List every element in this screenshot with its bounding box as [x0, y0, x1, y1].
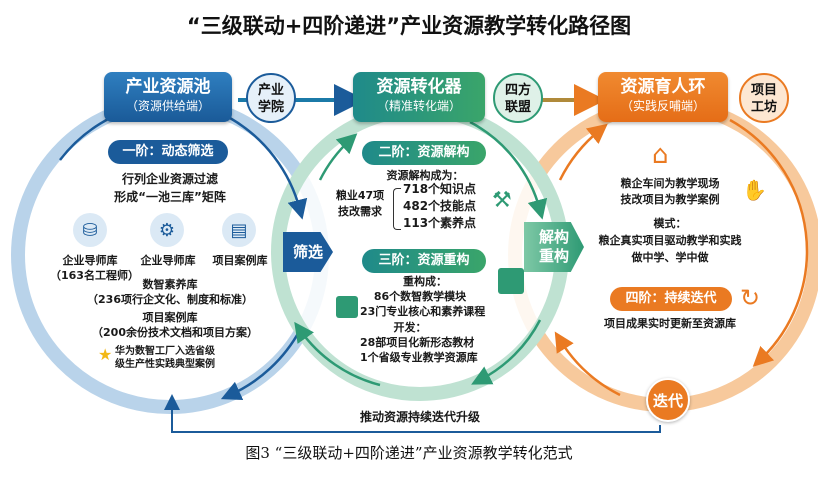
skill-points: 482个技能点	[403, 199, 477, 213]
stage4-pill: 四阶：持续迭代	[610, 287, 732, 311]
develop-item-2: 1个省级专业教学资源库	[360, 351, 478, 364]
filter-text: 行列企业资源过滤	[121, 172, 218, 186]
cycle-icon: ↻	[740, 284, 761, 312]
resource-pool-subtitle: （资源供给端）	[125, 99, 210, 113]
stage2-pill: 二阶：资源解构	[362, 141, 486, 165]
lib2-detail: （236项行企文化、制度和标准）	[87, 293, 253, 306]
converter-header: 资源转化器 （精准转化端）	[353, 72, 485, 122]
warehouse-icon: ⌂	[652, 140, 669, 170]
database-icon: ⛁	[73, 213, 107, 247]
lib-label-1: 企业导师库	[62, 254, 118, 267]
resource-pool-title: 产业资源池	[125, 77, 211, 97]
decompose-text: 资源解构成为：	[386, 169, 464, 182]
note-line2: 级生产性实践典型案例	[115, 359, 215, 370]
star-icon: ★	[98, 345, 113, 364]
knowledge-points: 718个知识点	[403, 182, 477, 196]
lib3-detail: （200余份技术文档和项目方案）	[92, 326, 258, 339]
user-gear-icon: ⚙	[150, 213, 184, 247]
decompose-rebuild-arrow: 解构 重构	[524, 222, 584, 272]
note-line1: 华为数智工厂入选省级	[115, 346, 215, 357]
converter-subtitle: （精准转化端）	[376, 99, 461, 113]
converter-title: 资源转化器	[376, 77, 462, 97]
figure-caption: 图3 “三级联动+四阶递进”产业资源教学转化范式	[245, 444, 573, 462]
hand-helmet-icon: ✋	[742, 178, 767, 202]
tools-icon: ⚒	[492, 188, 512, 213]
lib2-label: 数智素养库	[142, 278, 198, 291]
update-text: 项目成果实时更新至资源库	[604, 317, 736, 330]
stage1-pill: 一阶：动态筛选	[108, 140, 228, 164]
develop-label: 开发：	[393, 321, 427, 334]
education-ring-title: 资源育人环	[620, 77, 706, 97]
source-line1: 粮业47项	[335, 189, 385, 202]
rebuild-item-1: 86个数智教学模块	[373, 290, 467, 303]
puzzle-icon-2	[336, 296, 358, 318]
resource-pool-header: 产业资源池 （资源供给端）	[104, 72, 232, 122]
source-line2: 技改需求	[338, 205, 382, 218]
develop-item-1: 28部项目化新形态教材	[360, 336, 475, 349]
literacy-points: 113个素养点	[403, 216, 477, 230]
bottom-loop-label: 推动资源持续迭代升级	[359, 410, 480, 424]
stage3-pill: 三阶：资源重构	[362, 249, 486, 273]
industry-college-badge: 产业 学院	[246, 73, 296, 123]
mode-line2: 做中学、学中做	[631, 251, 709, 264]
rebuild-label: 重构成：	[403, 275, 447, 288]
brace	[393, 188, 401, 230]
lib3-label: 项目案例库	[142, 311, 198, 324]
lib-label-3: 项目案例库	[212, 254, 268, 267]
mode-line1: 粮企真实项目驱动教学和实践	[598, 234, 742, 247]
education-ring-subtitle: （实践反哺端）	[620, 99, 705, 113]
lib-label-2: 企业导师库	[140, 254, 196, 267]
matrix-text: 形成“一池三库”矩阵	[114, 190, 226, 204]
diagram-title: “三级联动+四阶递进”产业资源教学转化路径图	[186, 14, 632, 38]
puzzle-icon	[498, 268, 524, 294]
case-line: 技改项目为教学案例	[620, 193, 720, 206]
document-icon: ▤	[222, 213, 256, 247]
mentor-count: （163名工程师）	[50, 269, 139, 282]
mode-label: 模式：	[653, 217, 687, 230]
education-ring-header: 资源育人环 （实践反哺端）	[598, 72, 728, 122]
four-party-alliance-badge: 四方 联盟	[493, 73, 543, 123]
rebuild-item-2: 23门专业核心和素养课程	[360, 305, 486, 318]
filter-arrow: 筛选	[283, 232, 333, 272]
iterate-badge: 迭代	[646, 378, 690, 422]
workshop-line: 粮企车间为教学现场	[620, 177, 720, 190]
project-workshop-badge: 项目 工坊	[739, 73, 789, 123]
